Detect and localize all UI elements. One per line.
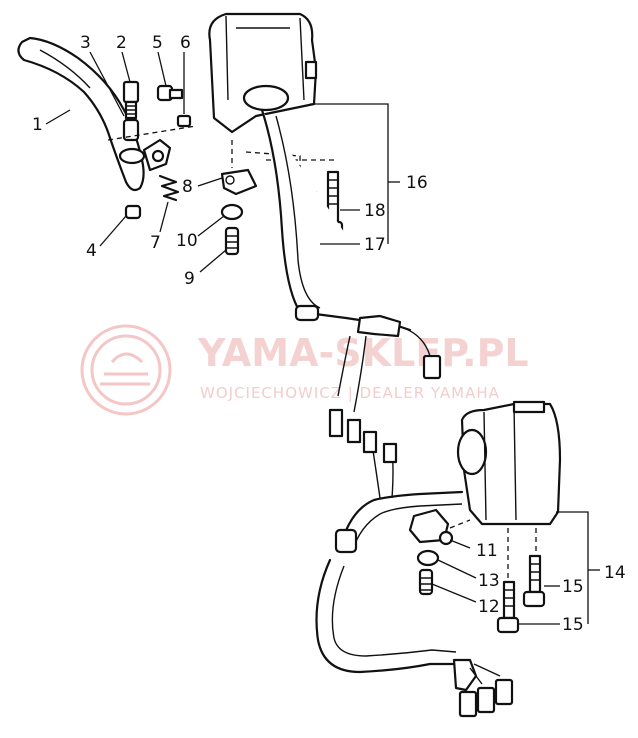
washer-part-10 [220,203,244,221]
screw-part-9 [224,226,240,256]
callout-11: 11 [476,541,498,561]
spring-part-7 [158,174,180,202]
callout-7: 7 [150,233,161,253]
callout-12: 12 [478,597,500,617]
screw-part-12 [418,568,434,596]
callout-3: 3 [80,33,91,53]
right-switch-cable [315,430,514,718]
callout-1: 1 [32,115,43,135]
callout-labels: 1 2 3 4 5 6 7 8 9 10 11 12 13 14 15 15 1… [32,33,626,635]
washer-part-13 [416,549,440,567]
bolt-part-5 [156,84,184,102]
callout-15-upper: 15 [562,577,584,597]
watermark-logo-icon [80,324,172,416]
screw-part-15-upper [522,554,546,608]
callout-18: 18 [364,201,386,221]
watermark-subtitle: WOJCIECHOWICZ | DEALER YAMAHA [200,384,500,402]
callout-4: 4 [86,241,97,261]
watermark: YAMA-SKLEP.PL WOJCIECHOWICZ | DEALER YAM… [80,324,529,416]
callout-6: 6 [180,33,191,53]
nut-part-4 [124,204,142,220]
callout-2: 2 [116,33,127,53]
brake-lever [17,36,146,192]
left-handlebar-switch [208,12,318,134]
callout-15-lower: 15 [562,615,584,635]
callout-8: 8 [182,177,193,197]
callout-13: 13 [478,571,500,591]
callout-17: 17 [364,235,386,255]
callout-14: 14 [604,563,626,583]
screw-part-15-lower [496,580,520,634]
right-handlebar-switch [456,400,562,526]
nut-part-6 [176,114,192,128]
watermark-title: YAMA-SKLEP.PL [197,331,529,375]
bolt-part-2 [122,80,140,120]
switch-part-11 [408,508,454,546]
clamp-part-8 [220,168,258,196]
brake-switch-block [142,138,172,172]
left-switch-cable [260,108,442,444]
callout-10: 10 [176,231,198,251]
callout-5: 5 [152,33,163,53]
callout-9: 9 [184,269,195,289]
callout-16: 16 [406,173,428,193]
collar-part-3 [122,118,140,142]
